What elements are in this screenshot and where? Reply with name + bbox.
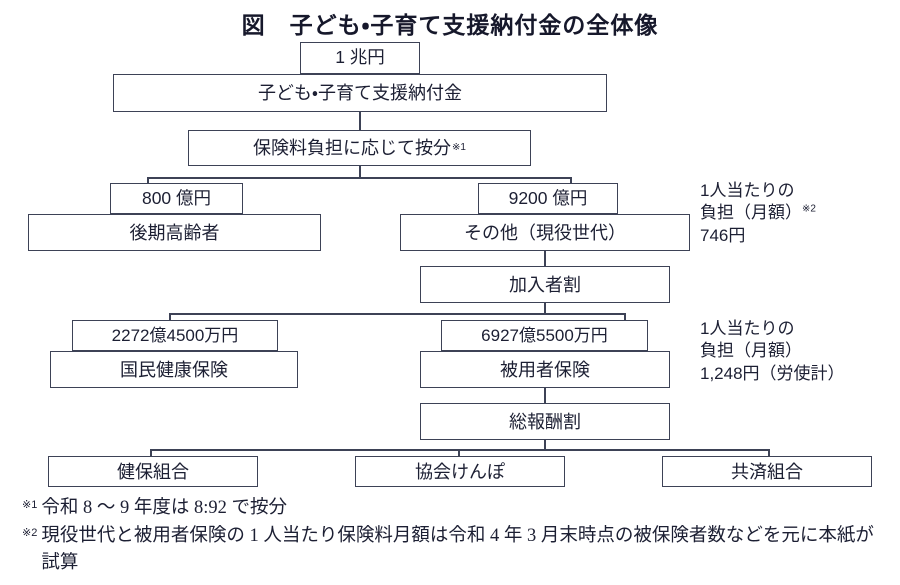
footnote-row: ※1 令和 8 〜 9 年度は 8:92 で按分: [22, 495, 890, 521]
node-allocation: 保険料負担に応じて按分※1: [188, 130, 531, 166]
side-note-per-person-1: 1人当たりの負担（月額）※2 746円: [700, 180, 816, 247]
node-kyosai-union: 共済組合: [662, 456, 872, 487]
node-total-reward-share: 総報酬割: [420, 403, 670, 440]
footnote-mark: ※2: [22, 527, 38, 540]
connector-allocation-down: [359, 166, 361, 178]
footnote-mark-1: ※1: [452, 142, 466, 153]
node-kyokai-kenpo: 協会けんぽ: [355, 456, 565, 487]
connector-member-share-down: [544, 303, 546, 314]
connector-split-bar-tier6: [150, 449, 770, 451]
connector-split-left-tier4: [169, 313, 171, 324]
side-note-1-line1: 1人当たりの: [700, 181, 795, 200]
connector-total-reward-down: [544, 440, 546, 450]
node-allocation-label: 保険料負担に応じて按分: [253, 138, 452, 158]
connector-split-bar-tier2: [147, 177, 572, 179]
side-note-per-person-2: 1人当たりの負担（月額）1,248円（労使計）: [700, 318, 845, 385]
footnotes: ※1 令和 8 〜 9 年度は 8:92 で按分 ※2 現役世代と被用者保険の …: [22, 495, 890, 578]
side-note-1-line2: 負担（月額）: [700, 203, 802, 223]
footnote-row: ※2 現役世代と被用者保険の 1 人当たり保険料月額は令和 4 年 3 月末時点…: [22, 523, 890, 576]
footnote-mark: ※1: [22, 499, 38, 511]
footnote-text: 現役世代と被用者保険の 1 人当たり保険料月額は令和 4 年 3 月末時点の被保…: [41, 526, 874, 573]
footnote-text: 令和 8 〜 9 年度は 8:92 で按分: [41, 498, 287, 518]
connector-split-bar-tier4: [169, 313, 626, 315]
node-others: その他（現役世代）: [400, 214, 690, 251]
node-member-share: 加入者割: [420, 266, 670, 303]
node-elderly: 後期高齢者: [28, 214, 321, 251]
page-title: 図 子ども・子育て支援納付金の全体像: [241, 12, 659, 38]
node-total-amount: 1 兆円: [300, 42, 420, 74]
node-employee-amount: 6927億5500万円: [441, 320, 648, 351]
connector-split-left-tier6: [150, 449, 152, 459]
side-note-1-line3: 746円: [700, 225, 746, 245]
side-note-2-line3: 1,248円（労使計）: [700, 363, 845, 383]
connector-split-mid-tier6: [458, 449, 460, 459]
node-nhi: 国民健康保険: [50, 351, 298, 388]
node-employee: 被用者保険: [420, 351, 670, 388]
footnote-mark-2: ※2: [802, 203, 816, 215]
side-note-2-line2: 負担（月額）: [700, 341, 802, 361]
node-others-amount: 9200 億円: [478, 183, 618, 214]
connector-employee-to-total-reward: [544, 388, 546, 403]
connector-split-right-tier4: [624, 313, 626, 324]
connector-split-right-tier6: [768, 449, 770, 459]
node-kenpo-union: 健保組合: [48, 456, 258, 487]
connector-others-to-member-share: [544, 251, 546, 266]
node-levy: 子ども・子育て支援納付金: [113, 74, 607, 112]
side-note-2-line1: 1人当たりの: [700, 319, 795, 338]
node-nhi-amount: 2272億4500万円: [72, 320, 278, 351]
node-elderly-amount: 800 億円: [110, 183, 243, 214]
connector-levy-to-allocation: [359, 112, 361, 130]
